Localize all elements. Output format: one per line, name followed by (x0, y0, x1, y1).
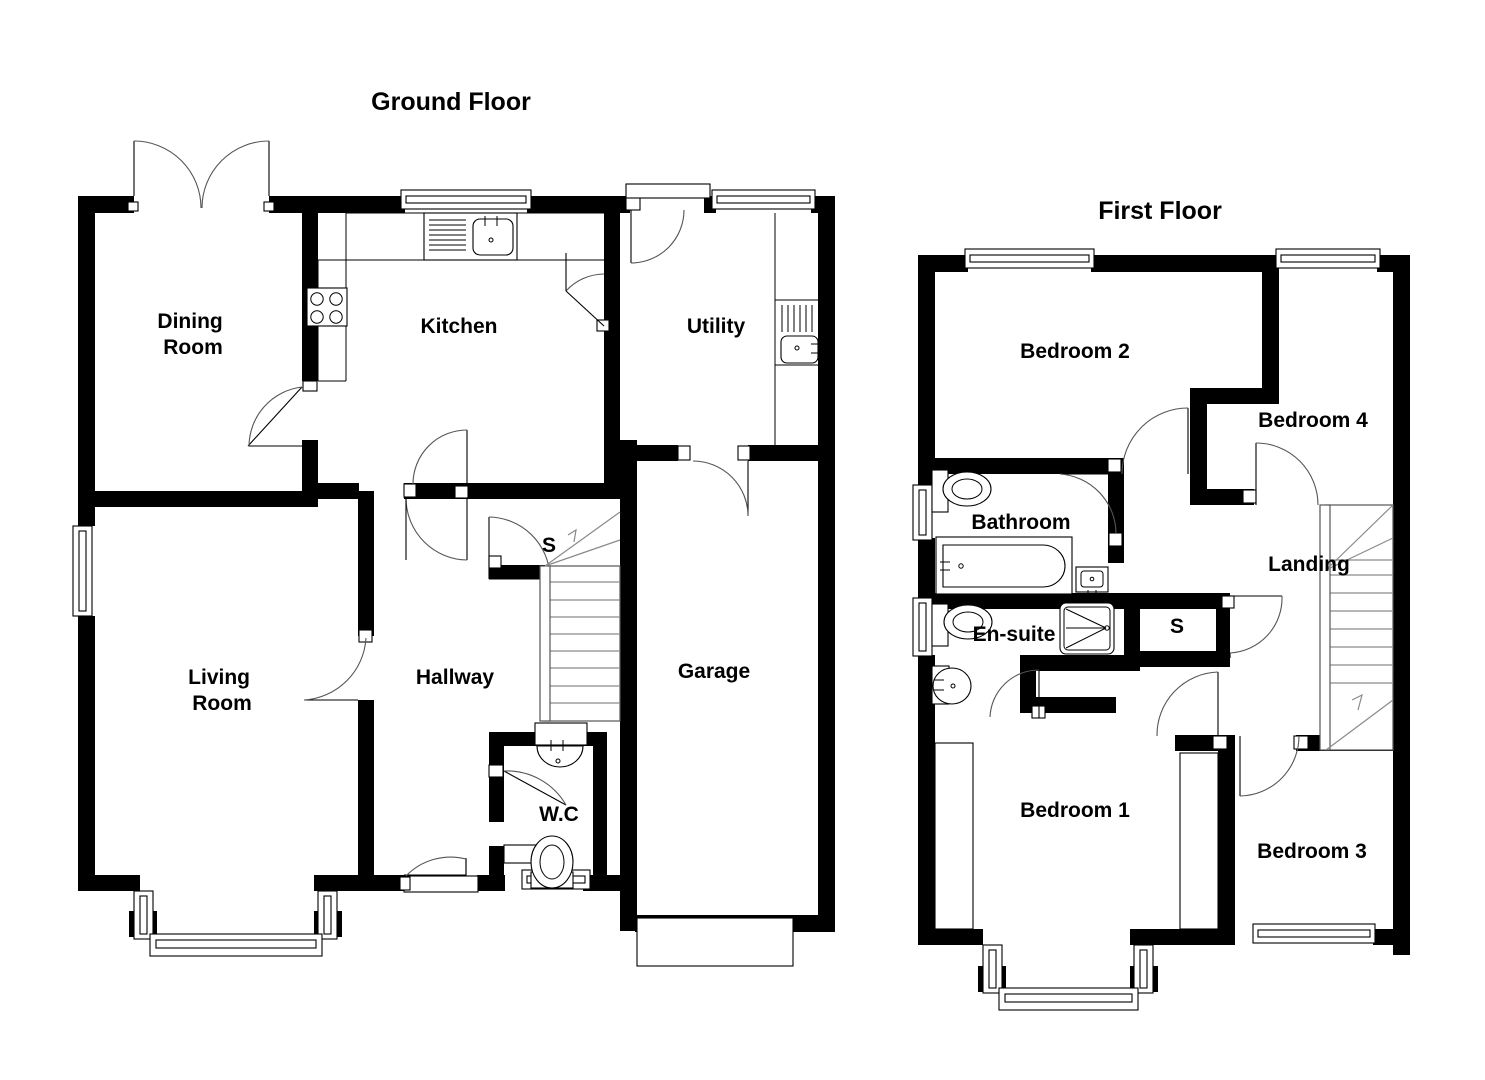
kitchen-utility-door[interactable] (565, 253, 610, 332)
wc-door[interactable] (488, 764, 567, 806)
bedroom-1-bay-window (982, 944, 1154, 1011)
first-floor-plan (912, 248, 1410, 1011)
utility-fittings (774, 213, 820, 445)
bedroom-2-door[interactable] (1107, 407, 1189, 475)
room-label-hallway: Hallway (416, 666, 495, 689)
understairs-store-door[interactable] (488, 516, 551, 580)
kitchen-window (400, 189, 532, 210)
room-label-ensuite: En-suite (973, 623, 1056, 646)
room-label-living-room: Living Room (188, 666, 256, 715)
utility-garage-door[interactable] (677, 445, 751, 517)
room-label-bedroom-2: Bedroom 2 (1020, 340, 1130, 363)
utility-back-door[interactable] (625, 183, 711, 264)
room-label-bedroom-4: Bedroom 4 (1258, 409, 1368, 432)
bedroom-2-window (964, 248, 1095, 269)
room-label-bedroom-3: Bedroom 3 (1257, 840, 1367, 863)
bathroom-bath (935, 536, 1073, 595)
first-floor-room-labels: Bedroom 2 Bedroom 4 Bathroom Landing En-… (971, 340, 1368, 863)
hallway-dining-door[interactable] (405, 485, 469, 561)
ground-floor-title: Ground Floor (371, 88, 531, 116)
first-floor-windows (912, 248, 1381, 1011)
room-label-bathroom: Bathroom (971, 511, 1070, 534)
store-door[interactable] (1221, 595, 1283, 658)
ensuite-door[interactable] (989, 669, 1046, 719)
bedroom-4-window (1275, 248, 1381, 269)
ensuite-window (912, 597, 933, 657)
room-label-landing: Landing (1268, 553, 1350, 576)
first-floor-title: First Floor (1098, 197, 1222, 225)
room-label-utility: Utility (687, 315, 746, 338)
living-room-bay-window (133, 890, 338, 957)
ground-floor-plan (72, 140, 835, 967)
utility-drainer (781, 305, 813, 332)
ground-floor-walls (78, 196, 835, 937)
ground-floor-staircase (539, 511, 621, 722)
bedroom-3-window (1252, 923, 1376, 944)
living-room-side-window (72, 525, 93, 617)
ground-floor-doors (127, 140, 794, 967)
ground-floor-room-labels: Dining Room Kitchen Utility Living Room … (157, 310, 750, 826)
garage-up-and-over-door[interactable] (636, 917, 794, 967)
room-label-understairs-store: S (542, 534, 556, 557)
bathroom-fittings (931, 469, 1109, 597)
ensuite-basin (931, 665, 972, 705)
ensuite-fittings (931, 602, 1115, 705)
utility-sink (780, 335, 820, 364)
kitchen-fittings (306, 212, 604, 382)
room-label-wc: W.C (539, 803, 579, 826)
wardrobes (934, 742, 1219, 930)
kitchen-sink (423, 212, 518, 261)
dining-french-doors[interactable] (127, 140, 275, 212)
first-floor-doors (989, 407, 1319, 797)
wc-toilet (503, 835, 574, 889)
wc-basin (534, 722, 588, 768)
bedroom-3-door[interactable] (1239, 735, 1309, 797)
wc-fittings (503, 722, 588, 889)
bathroom-window (912, 484, 933, 541)
room-label-dining-room: Dining Room (157, 310, 228, 359)
ensuite-toilet (931, 603, 993, 647)
bedroom-1-door[interactable] (1156, 671, 1228, 750)
first-floor-staircase (1319, 504, 1394, 751)
front-door[interactable] (399, 856, 479, 893)
room-label-bedroom-1: Bedroom 1 (1020, 799, 1130, 822)
ensuite-shower (1059, 602, 1115, 655)
hallway-living-door[interactable] (303, 629, 373, 701)
bathroom-door[interactable] (1059, 473, 1123, 547)
room-label-first-floor-store: S (1170, 615, 1184, 638)
bedroom-4-door[interactable] (1242, 442, 1319, 506)
bathroom-basin (1075, 566, 1109, 597)
room-label-garage: Garage (678, 660, 750, 683)
room-label-kitchen: Kitchen (420, 315, 497, 338)
utility-window (711, 189, 816, 210)
kitchen-hob (306, 287, 348, 327)
kitchen-hallway-door[interactable] (403, 429, 468, 498)
dining-kitchen-door[interactable] (247, 380, 318, 447)
bathroom-toilet (931, 469, 992, 513)
ground-floor-windows (72, 189, 816, 957)
